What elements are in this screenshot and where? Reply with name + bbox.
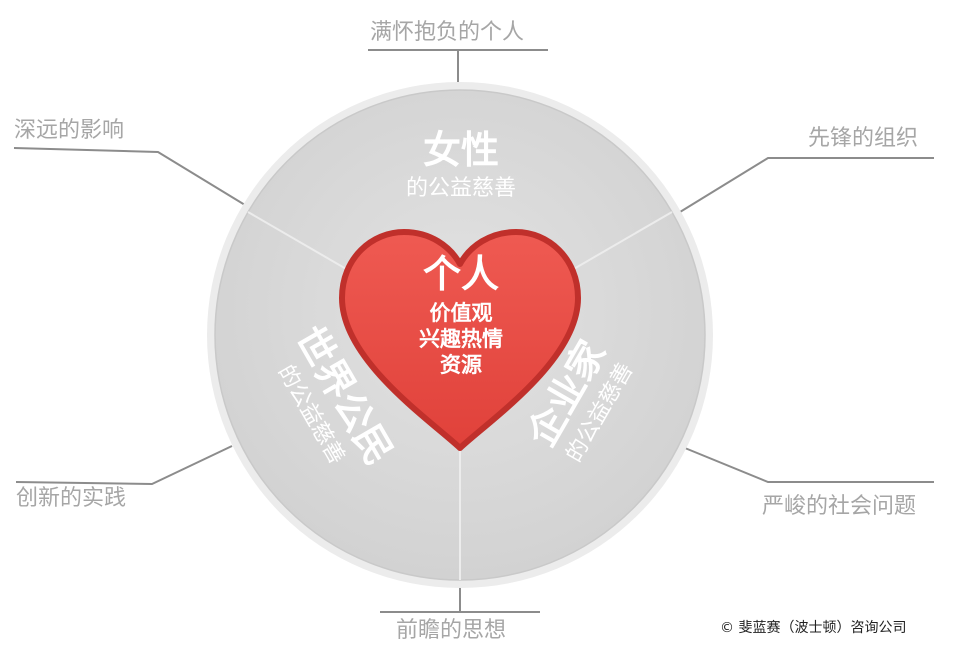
connector-top-left [13,147,246,206]
callout-bottom: 前瞻的思想 [396,618,507,643]
heart-shape [339,229,581,451]
center-line-2: 兴趣热情 [419,327,503,351]
segment-top-title: 女性 [423,128,499,172]
copyright-notice: © 斐蓝赛（波士顿）咨询公司 [720,620,907,636]
callout-top: 满怀抱负的个人 [370,20,525,45]
callout-bottom-left: 创新的实践 [16,486,127,511]
center-title: 个人 [423,252,499,296]
connector-top-right [679,157,934,213]
connector-bottom-left [15,445,233,486]
callout-top-right: 先锋的组织 [808,126,919,151]
connector-lines [13,49,934,613]
center-line-3: 资源 [440,353,482,377]
callout-top-left: 深远的影响 [14,118,125,143]
connector-bottom-right [679,445,934,483]
center-line-1: 价值观 [430,301,493,325]
callout-bottom-right: 严峻的社会问题 [762,494,917,519]
segment-top-subtitle: 的公益慈善 [406,176,516,201]
